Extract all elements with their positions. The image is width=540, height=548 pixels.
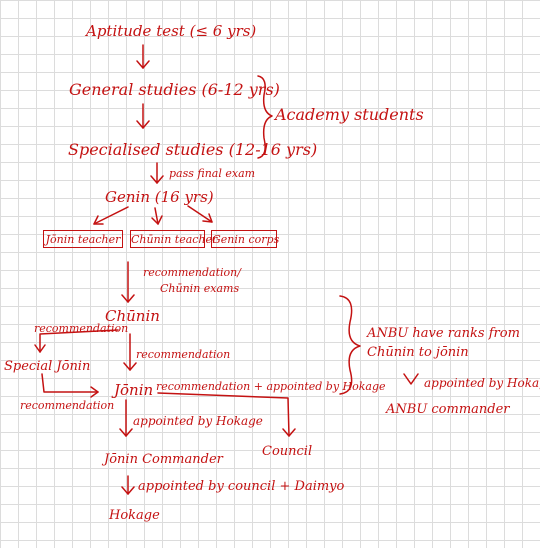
node-specialised-studies: Specialised studies (12-16 yrs) (68, 140, 318, 159)
node-special-jonin: Special Jōnin (4, 359, 91, 374)
node-aptitude-test: Aptitude test (≤ 6 yrs) (86, 22, 257, 40)
label-recommendation-chunin-exams-1: recommendation/ (143, 266, 241, 279)
anbu-note-line2: Chūnin to jōnin (367, 345, 469, 360)
arrowhead (123, 362, 137, 371)
arrow-special-jonin-to-jonin (41, 373, 99, 393)
arrowhead (121, 294, 135, 303)
arrow-anbu-appointed (403, 373, 419, 385)
node-general-studies: General studies (6-12 yrs) (69, 80, 280, 99)
node-chunin: Chūnin (105, 307, 160, 325)
arrowhead (34, 344, 46, 353)
arrowhead (93, 215, 104, 225)
arrowhead (121, 486, 135, 495)
arrow-genin-to-chunin-teacher (154, 207, 159, 225)
node-academy-students: Academy students (275, 105, 424, 124)
arrowhead (151, 215, 163, 225)
node-genin-corps: Genin corps (211, 230, 279, 248)
arrow-jonin-to-council (157, 392, 290, 437)
academy-brace (257, 75, 273, 159)
label-recommendation-chunin-exams-2: Chūnin exams (160, 282, 240, 295)
arrowhead (136, 60, 150, 69)
arrowhead (282, 428, 296, 437)
label-recommendation-chunin-to-jonin: recommendation (136, 348, 231, 361)
node-genin: Genin (16 yrs) (105, 188, 214, 206)
anbu-note-line1: ANBU have ranks from (367, 326, 520, 341)
arrowhead (90, 386, 99, 398)
node-chunin-teacher: Chūnin teacher (130, 230, 217, 248)
arrow-chunin-to-special-jonin (39, 329, 119, 353)
node-hokage: Hokage (109, 508, 160, 523)
label-recommendation-to-special: recommendation (34, 322, 129, 335)
node-anbu-commander: ANBU commander (386, 402, 510, 417)
label-recommendation-appointed: recommendation + appointed by Hokage (156, 380, 386, 393)
arrowhead (136, 120, 150, 129)
node-jonin-teacher: Jōnin teacher (43, 230, 123, 248)
label-anbu-appointed-by-hokage: appointed by Hokage (424, 376, 540, 390)
node-council: Council (262, 444, 313, 459)
arrowhead (119, 428, 133, 437)
arrowhead (202, 213, 213, 223)
label-recommendation-special-to-jonin: recommendation (20, 399, 115, 412)
label-pass-final-exam: pass final exam (169, 167, 256, 180)
anbu-brace (339, 295, 361, 395)
label-appointed-by-hokage: appointed by Hokage (133, 414, 263, 428)
node-jonin: Jōnin (114, 381, 154, 399)
arrow-genin-to-jonin-teacher (93, 206, 129, 225)
arrow-genin-to-genin-corps (187, 205, 213, 223)
arrowhead (150, 175, 164, 184)
node-jonin-commander: Jōnin Commander (104, 452, 223, 467)
label-appointed-by-council-daimyo: appointed by council + Daimyo (138, 479, 345, 494)
